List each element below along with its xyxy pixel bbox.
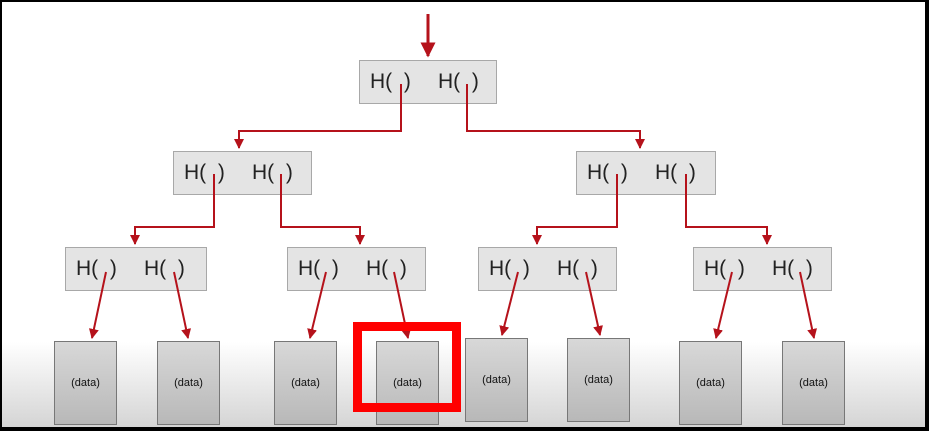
data-leaf-6: (data) [567,338,630,422]
leaf-connector-8 [799,271,818,339]
data-leaf-8: (data) [782,341,845,425]
hash-label-right: H( ) [144,257,185,280]
hash-label-left: H( ) [184,161,225,184]
data-leaf-label: (data) [696,377,725,389]
data-leaf-5: (data) [465,338,528,422]
hash-label-left: H( ) [489,257,530,280]
level2-hash-node-3: H( ) H( ) [478,247,617,291]
hash-label-left: H( ) [298,257,339,280]
hash-label-left: H( ) [370,70,411,93]
leaf-connector-6 [585,271,603,336]
leaf-connector-2 [173,271,192,339]
data-leaf-1: (data) [54,341,117,425]
l1-right-right-connector [685,174,772,245]
bottom-fade [2,342,925,427]
level2-hash-node-4: H( ) H( ) [693,247,832,291]
hash-label-right: H( ) [655,161,696,184]
root-right-connector [466,84,645,149]
data-leaf-label: (data) [174,377,203,389]
hash-label-right: H( ) [438,70,479,93]
data-leaf-label: (data) [584,374,613,386]
highlighted-leaf-box [353,322,461,412]
data-leaf-3: (data) [274,341,337,425]
level2-hash-node-1: H( ) H( ) [65,247,207,291]
data-leaf-label: (data) [799,377,828,389]
level1-hash-node-left: H( ) H( ) [173,151,312,195]
hash-label-right: H( ) [557,257,598,280]
connector-layer [88,14,818,339]
root-hash-node: H( ) H( ) [359,60,497,104]
leaf-connector-1 [88,271,107,339]
leaf-connector-5 [499,271,519,336]
level1-hash-node-right: H( ) H( ) [576,151,716,195]
data-leaf-label: (data) [393,377,422,389]
hash-label-left: H( ) [704,257,745,280]
l1-left-right-connector [280,174,365,245]
data-leaf-7: (data) [679,341,742,425]
hash-label-right: H( ) [366,257,407,280]
diagram-frame: H( ) H( ) H( ) H( ) H( ) H( ) H( ) H( ) … [2,2,925,427]
l1-left-left-connector [130,174,215,245]
leaf-connector-7 [713,271,733,339]
data-leaf-label: (data) [482,374,511,386]
data-leaf-2: (data) [157,341,220,425]
hash-label-left: H( ) [76,257,117,280]
l1-right-left-connector [532,174,618,245]
data-leaf-label: (data) [291,377,320,389]
root-left-connector [234,84,402,149]
level2-hash-node-2: H( ) H( ) [287,247,426,291]
hash-label-right: H( ) [252,161,293,184]
leaf-connector-3 [307,271,327,339]
data-leaf-label: (data) [71,377,100,389]
hash-label-left: H( ) [587,161,628,184]
hash-label-right: H( ) [772,257,813,280]
